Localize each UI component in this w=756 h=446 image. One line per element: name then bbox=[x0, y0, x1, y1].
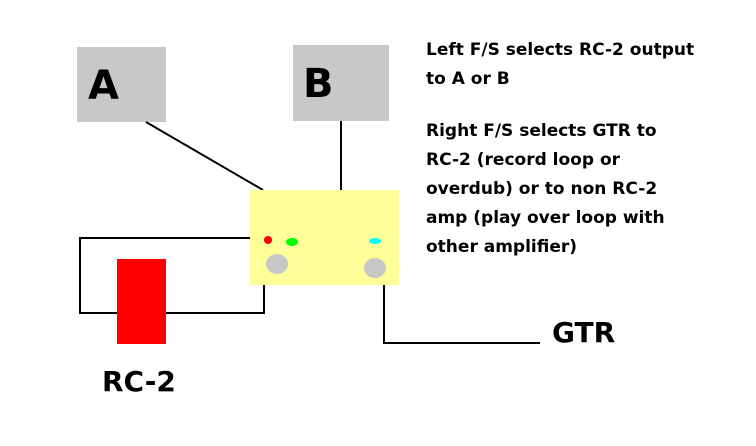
led-green-icon bbox=[286, 238, 298, 246]
right-fs-note-line: amp (play over loop with bbox=[426, 208, 665, 228]
right-footswitch-icon bbox=[364, 258, 386, 278]
wire-rc2-return bbox=[166, 285, 265, 314]
gtr-label: GTR bbox=[552, 316, 616, 349]
wire-loop-to-rc2 bbox=[79, 237, 250, 314]
rc2-pedal bbox=[117, 259, 166, 344]
led-red-icon bbox=[264, 236, 272, 244]
left-fs-note-line: to A or B bbox=[426, 69, 510, 89]
rc2-label: RC-2 bbox=[102, 365, 176, 398]
amp-b-label: B bbox=[303, 61, 334, 107]
left-fs-note-line: Left F/S selects RC-2 output bbox=[426, 40, 695, 60]
amp-a-box bbox=[77, 47, 166, 122]
led-cyan-icon bbox=[369, 238, 381, 244]
right-fs-note-line: RC-2 (record loop or bbox=[426, 150, 621, 170]
left-footswitch-icon bbox=[266, 254, 288, 274]
right-fs-note-line: overdub) or to non RC-2 bbox=[426, 179, 658, 199]
right-fs-note-line: other amplifier) bbox=[426, 237, 578, 257]
right-fs-note-line: Right F/S selects GTR to bbox=[426, 121, 657, 141]
wire-a-to-switch bbox=[145, 121, 264, 191]
right-fs-note: Right F/S selects GTR to RC-2 (record lo… bbox=[426, 117, 665, 262]
amp-a-label: A bbox=[88, 63, 119, 109]
amp-b-box bbox=[293, 45, 389, 121]
left-fs-note: Left F/S selects RC-2 output to A or B bbox=[426, 36, 694, 94]
wire-gtr-to-switch bbox=[383, 285, 540, 344]
